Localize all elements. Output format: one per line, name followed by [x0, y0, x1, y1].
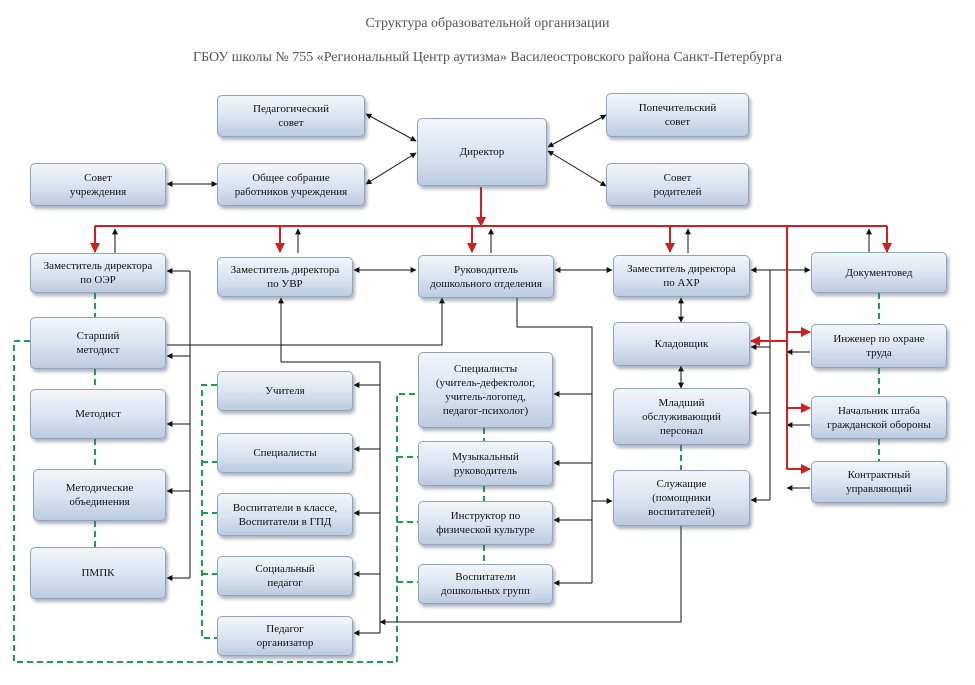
box-teacher-organizer: Педагог организатор	[217, 616, 353, 656]
box-music-director: Музыкальный руководитель	[418, 441, 553, 486]
box-trustee-council: Попечительский совет	[606, 93, 749, 137]
diagram-title: Структура образовательной организации	[365, 16, 610, 31]
red-directive-links	[90, 187, 892, 474]
box-institution-council: Совет учреждения	[30, 163, 166, 206]
box-civil-defense: Начальник штаба гражданской обороны	[811, 396, 947, 439]
diagram-subtitle: ГБОУ школы № 755 «Региональный Центр аут…	[193, 50, 782, 65]
box-pmpk: ПМПК	[30, 547, 166, 599]
box-parents-council: Совет родителей	[606, 163, 749, 206]
box-preschool-head: Руководитель дошкольного отделения	[418, 255, 554, 298]
box-specialists-preschool: Специалисты (учитель-дефектолог, учитель…	[418, 352, 553, 428]
black-arrow-links	[112, 113, 872, 636]
box-junior-staff: Младший обслуживающий персонал	[613, 388, 750, 445]
box-method-associations: Методические объединения	[33, 469, 166, 521]
box-methodist: Методист	[30, 389, 166, 439]
box-preschool-educators: Воспитатели дошкольных групп	[418, 564, 553, 604]
box-employees: Служащие (помощники воспитателей)	[613, 470, 750, 526]
box-deputy-ahr: Заместитель директора по АХР	[613, 255, 750, 297]
box-specialists: Специалисты	[217, 433, 353, 473]
box-director: Директор	[417, 118, 547, 186]
box-senior-methodist: Старший методист	[30, 317, 166, 369]
box-contract-manager: Контрактный управляющий	[811, 461, 947, 503]
box-general-meeting: Общее собрание работников учреждения	[217, 163, 365, 206]
box-pe-instructor: Инструктор по физической культуре	[418, 501, 553, 545]
box-storekeeper: Кладовщик	[613, 322, 750, 366]
box-deputy-uvr: Заместитель директора по УВР	[217, 257, 353, 297]
box-social-teacher: Социальный педагог	[217, 556, 353, 596]
box-teachers: Учителя	[217, 371, 353, 411]
box-educators-class: Воспитатели в классе, Воспитатели в ГПД	[217, 493, 353, 536]
box-labor-safety: Инженер по охране труда	[811, 324, 947, 368]
green-dashed-links	[13, 293, 880, 663]
box-ped-council: Педагогический совет	[217, 95, 365, 137]
box-document-specialist: Документовед	[811, 252, 947, 293]
box-deputy-oer: Заместитель директора по ОЭР	[30, 253, 166, 293]
